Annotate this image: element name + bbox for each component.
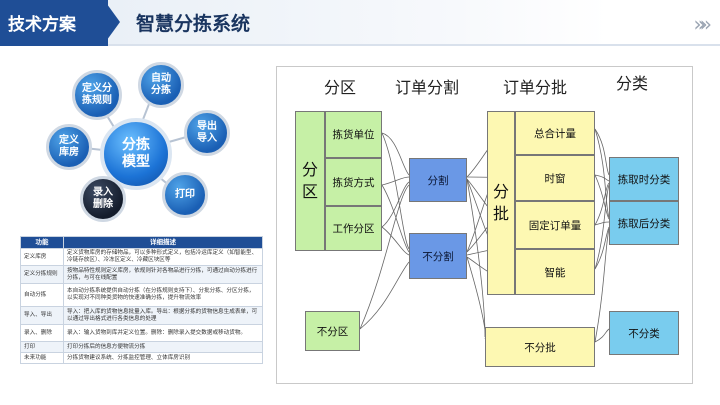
table-cell: 分拣货物建议系统、分拣监控管理、立体库房识别: [63, 352, 263, 364]
hub-node-label: 打印: [175, 189, 195, 200]
table-cell: 定义货物库房的存储物品，可以多种形式定义，包括冷运库定义（如智能型、冷链存放区）…: [63, 248, 263, 266]
table-row: 定义库房定义货物库房的存储物品，可以多种形式定义，包括冷运库定义（如智能型、冷链…: [20, 248, 263, 266]
hub-node-label: 自动 分拣: [151, 73, 171, 96]
table-cell: 录入：输入货物到库并定义位置。删除：删除录入提交数据或移动货物。: [63, 324, 263, 342]
no-classify-box: 不分类: [609, 311, 679, 355]
header-bar: [108, 0, 608, 44]
classify-during-pick: 拣取时分类: [609, 157, 679, 201]
table-cell: 按物品特性规则定义库房，依规则针对各物品进行分拣，可通过自动分拣进行分拣，与可在…: [63, 265, 263, 284]
section-tab-arrow: [104, 0, 120, 44]
table-cell: 录入、删除: [20, 324, 64, 342]
table-cell: 导入、导出: [20, 306, 64, 325]
col-header-zone: 分区: [324, 78, 357, 97]
no-zone-box: 不分区: [305, 311, 360, 351]
hub-node-label: 定义 库房: [59, 135, 79, 158]
col-header-classify: 分类: [616, 74, 649, 93]
table-cell: 本自动分拣系统提供自动分拣（在分拣规则支持下）、分批分拣、分区分拣，以实现对不同…: [63, 283, 263, 307]
sorting-flow-diagram: 分区 订单分割 订单分批 分类 分 区 拣货单位 拣货方式 工作分区 不分区 分…: [276, 66, 693, 384]
hub-node-auto-sort[interactable]: 自动 分拣: [138, 62, 184, 108]
table-cell: 未来功能: [20, 352, 64, 364]
table-row: 录入、删除录入：输入货物到库并定义位置。删除：删除录入提交数据或移动货物。: [20, 324, 263, 342]
hub-node-define-warehouse[interactable]: 定义 库房: [46, 124, 92, 170]
zone-item-work-zone: 工作分区: [325, 206, 382, 251]
hub-node-import-export[interactable]: 导出 导入: [184, 110, 230, 156]
zone-block: 分 区: [295, 111, 325, 251]
batch-block: 分 批: [487, 111, 515, 295]
header-accent: [0, 44, 108, 46]
table-header: 详细描述: [63, 236, 263, 249]
table-cell: 打印分拣后的信息方便物流分拣: [63, 341, 263, 353]
zone-item-pick-unit: 拣货单位: [325, 111, 382, 158]
table-header: 功能: [20, 236, 64, 249]
hub-center-label: 分拣 模型: [122, 137, 150, 170]
batch-item-time-window: 时窗: [515, 155, 595, 201]
table-row: 打印打印分拣后的信息方便物流分拣: [20, 341, 263, 353]
batch-item-total: 总合计量: [515, 111, 595, 155]
next-chevron-icon[interactable]: »»: [693, 12, 713, 36]
split-yes-box: 分割: [409, 158, 467, 202]
split-no-box: 不分割: [409, 233, 467, 279]
table-cell: 导入：把入库的货物信息批量入库。导出：根据分拣的货物信息生成表单，可以通过导出格…: [63, 306, 263, 325]
hub-node-label: 导出 导入: [197, 121, 217, 144]
section-label: 技术方案: [8, 15, 76, 35]
hub-node-define-rules[interactable]: 定义分 拣规则: [72, 70, 122, 120]
table-cell: 定义分拣规则: [20, 265, 64, 284]
function-table: 功能 详细描述 定义库房定义货物库房的存储物品，可以多种形式定义，包括冷运库定义…: [20, 236, 263, 364]
batch-item-fixed-order: 固定订单量: [515, 201, 595, 249]
col-header-batch: 订单分批: [503, 78, 568, 97]
zone-item-pick-method: 拣货方式: [325, 158, 382, 206]
hub-node-entry-delete[interactable]: 录入 删除: [80, 176, 126, 222]
hub-node-print[interactable]: 打印: [162, 172, 208, 218]
table-row: 定义分拣规则按物品特性规则定义库房，依规则针对各物品进行分拣，可通过自动分拣进行…: [20, 265, 263, 284]
no-batch-box: 不分批: [485, 327, 595, 367]
hub-node-label: 录入 删除: [93, 187, 113, 210]
classify-after-pick: 拣取后分类: [609, 201, 679, 245]
hub-node-label: 定义分 拣规则: [82, 83, 112, 106]
table-row: 导入、导出导入：把入库的货物信息批量入库。导出：根据分拣的货物信息生成表单，可以…: [20, 306, 263, 325]
table-cell: 自动分拣: [20, 283, 64, 307]
table-cell: 定义库房: [20, 248, 64, 266]
table-header-row: 功能 详细描述: [20, 236, 263, 249]
header-divider: [0, 44, 720, 46]
col-header-split: 订单分割: [395, 78, 460, 97]
table-cell: 打印: [20, 341, 64, 353]
table-row: 未来功能分拣货物建议系统、分拣监控管理、立体库房识别: [20, 352, 263, 364]
page-title: 智慧分拣系统: [136, 13, 251, 35]
table-row: 自动分拣本自动分拣系统提供自动分拣（在分拣规则支持下）、分批分拣、分区分拣，以实…: [20, 283, 263, 307]
section-tab: [0, 0, 108, 44]
batch-item-smart: 智能: [515, 249, 595, 295]
